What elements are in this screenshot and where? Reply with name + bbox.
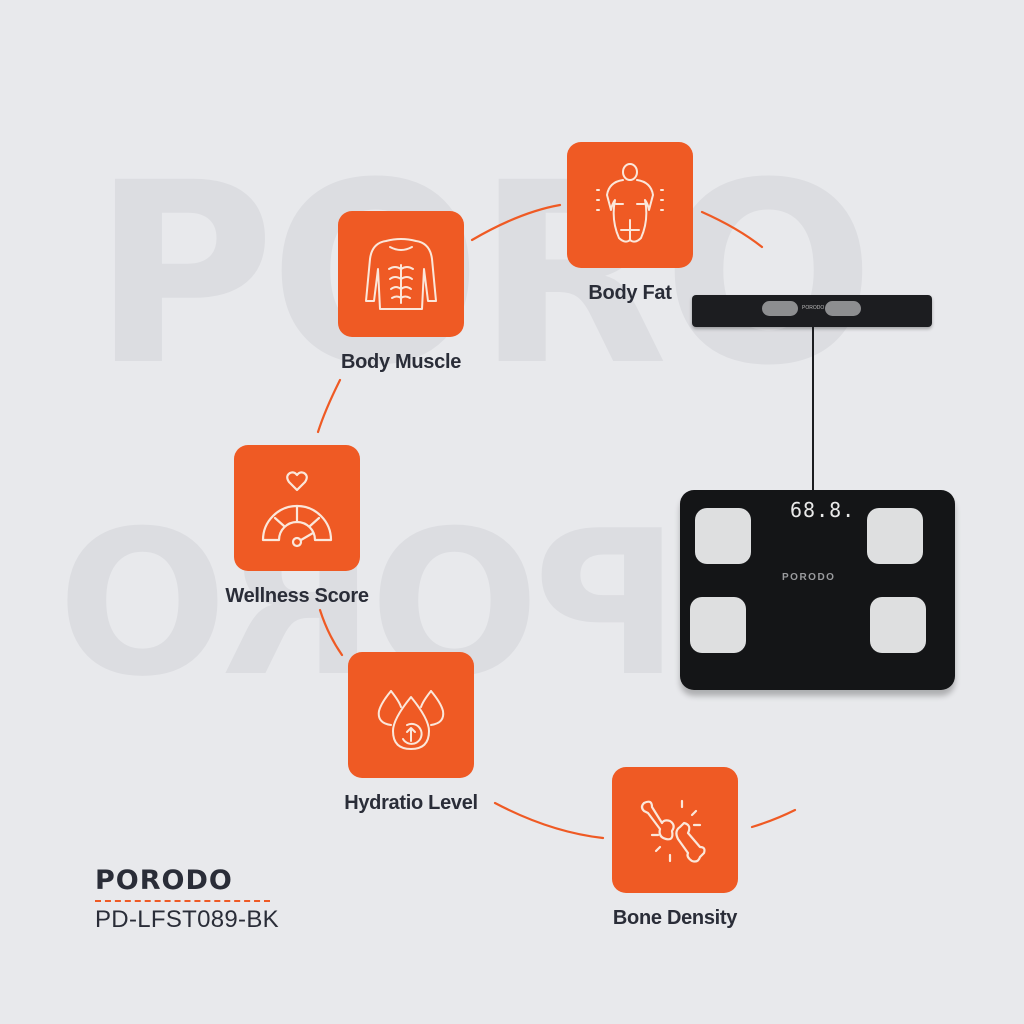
feature-label: Bone Density [612,907,738,929]
feature-label: Hydratio Level [344,792,478,814]
body-fat-tile [567,142,693,268]
wellness-score-tile [234,445,360,571]
electrode-pad [870,597,926,653]
body-muscle-tile [338,211,464,337]
scale-platform: 68.8. PORODO [680,490,955,690]
brand-logo: PORODO [95,865,233,896]
feature-label: Wellness Score [225,585,369,607]
feature-body-fat: Body Fat [565,142,695,305]
feature-label: Body Muscle [340,351,462,373]
scale-display: 68.8. [790,498,856,522]
electrode-pad [867,508,923,564]
handle-grip-left [762,301,798,316]
brand-divider [95,900,270,902]
handle-grip-right [825,301,861,316]
watermark-top: PORO [92,129,875,420]
handle-brand: PORODO [802,305,825,311]
bone-joint-icon [640,799,706,863]
feature-bone-density: Bone Density [590,767,760,930]
muscle-torso-icon [365,238,437,310]
scale-brand-label: PORODO [782,572,836,583]
water-drops-icon [377,690,445,750]
electrode-pad [690,597,746,653]
heart-gauge-icon [261,471,333,548]
electrode-pad [695,508,751,564]
feature-wellness-score: Wellness Score [212,445,382,608]
body-fat-icon [596,163,664,243]
model-number: PD-LFST089-BK [95,906,279,933]
scale-handle: PORODO [692,295,932,327]
feature-label: Body Fat [588,282,672,304]
bone-density-tile [612,767,738,893]
brand-block: PORODO PD-LFST089-BK [95,865,279,934]
hydration-level-tile [348,652,474,778]
feature-hydration-level: Hydratio Level [326,652,496,815]
feature-body-muscle: Body Muscle [316,211,486,374]
handle-cable [812,327,814,491]
